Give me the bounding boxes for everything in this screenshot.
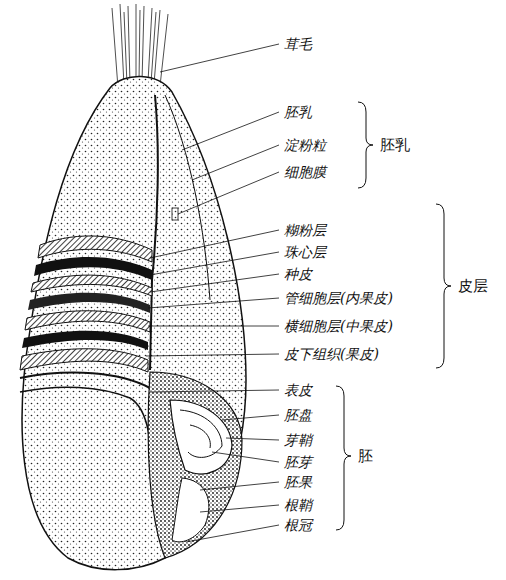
starch-cell [172,208,178,220]
part-label: 芽鞘 [282,431,314,449]
group-label: 胚 [356,447,375,465]
group-bracket [336,102,451,530]
part-label: 淀粉粒 [282,136,328,154]
grain-outline [22,76,246,569]
group-label: 胚乳 [378,136,412,154]
cell-membrane [165,95,210,300]
crease-line [150,95,158,370]
bran-layers [20,236,152,470]
part-label: 胚果 [282,473,314,491]
part-label: 胚乳 [282,103,314,121]
embryo [148,372,242,558]
part-label: 管细胞层(内果皮) [282,289,395,307]
part-label: 胚盘 [282,406,314,424]
part-label: 糊粉层 [282,221,328,239]
part-label: 根鞘 [282,496,314,514]
part-label: 细胞膜 [282,163,328,181]
leader-lines [146,44,279,542]
part-label: 种皮 [282,265,314,283]
part-label: 胚芽 [282,453,314,471]
part-label: 横细胞层(中果皮) [282,317,395,335]
part-label: 皮下组织(果皮) [282,345,381,363]
part-label: 根冠 [282,516,314,534]
part-label: 表皮 [282,381,314,399]
part-label: 珠心层 [282,243,328,261]
group-label: 皮层 [456,277,490,295]
hair-tuft [112,4,168,88]
hair-label: 茸毛 [282,35,314,53]
